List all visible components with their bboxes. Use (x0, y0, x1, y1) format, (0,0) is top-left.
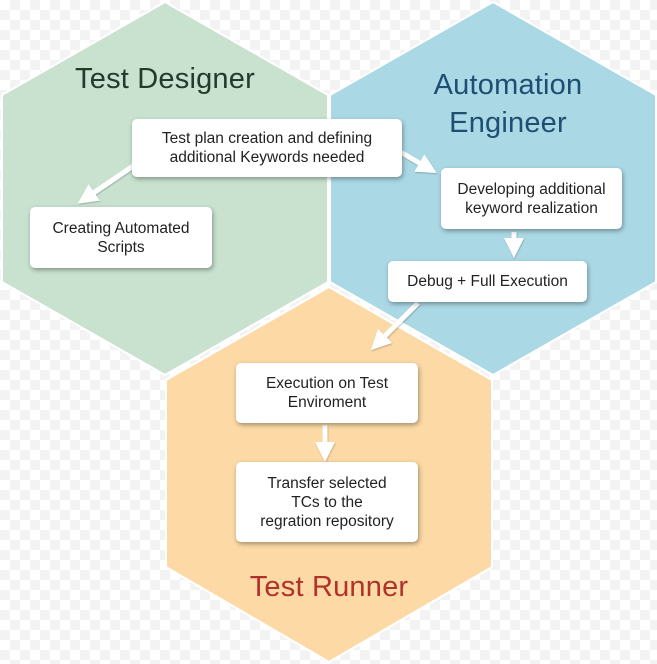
step-text-line: keyword realization (465, 199, 598, 217)
role-title-test-runner-text: Test Runner (249, 571, 409, 603)
role-title-test-designer: Test Designer (60, 60, 270, 98)
arrow-debug-to-execution (370, 301, 420, 351)
step-box-debug-full-execution: Debug + Full Execution (388, 261, 587, 302)
step-text-line: Creating Automated (52, 219, 190, 237)
arrow-plan-to-keyword (395, 147, 437, 174)
role-title-test-designer-text: Test Designer (75, 63, 255, 95)
step-text-line: Scripts (97, 238, 145, 256)
hexagon-test-designer (1, 0, 329, 377)
role-title-automation-engineer-line2: Engineer (449, 107, 567, 139)
step-text-line: Transfer selected (267, 474, 387, 492)
role-title-automation-engineer: Automation Engineer (400, 66, 616, 142)
step-text-line: Execution on Test (265, 375, 389, 392)
step-box-transfer-selected-tcs: Transfer selected TCs to the regration r… (236, 462, 418, 542)
role-title-test-runner: Test Runner (222, 568, 436, 606)
step-text-line: Developing additional (457, 180, 606, 198)
step-text-line: TCs to the (291, 493, 363, 511)
step-box-execution-on-test-environment: Execution on Test Enviroment (236, 363, 418, 423)
step-box-creating-automated-scripts: Creating Automated Scripts (30, 207, 212, 268)
step-box-developing-keyword-realization: Developing additional keyword realizatio… (441, 168, 622, 229)
step-text-line: additional Keywords needed (169, 149, 365, 166)
step-box-test-plan-creation: Test plan creation and defining addition… (132, 119, 402, 177)
step-text-line: Debug + Full Execution (407, 273, 568, 290)
step-text-line: Test plan creation and defining (161, 130, 373, 147)
role-title-automation-engineer-line1: Automation (433, 69, 583, 101)
step-text-line: Enviroment (287, 394, 367, 411)
step-text-line: regration repository (260, 512, 394, 530)
